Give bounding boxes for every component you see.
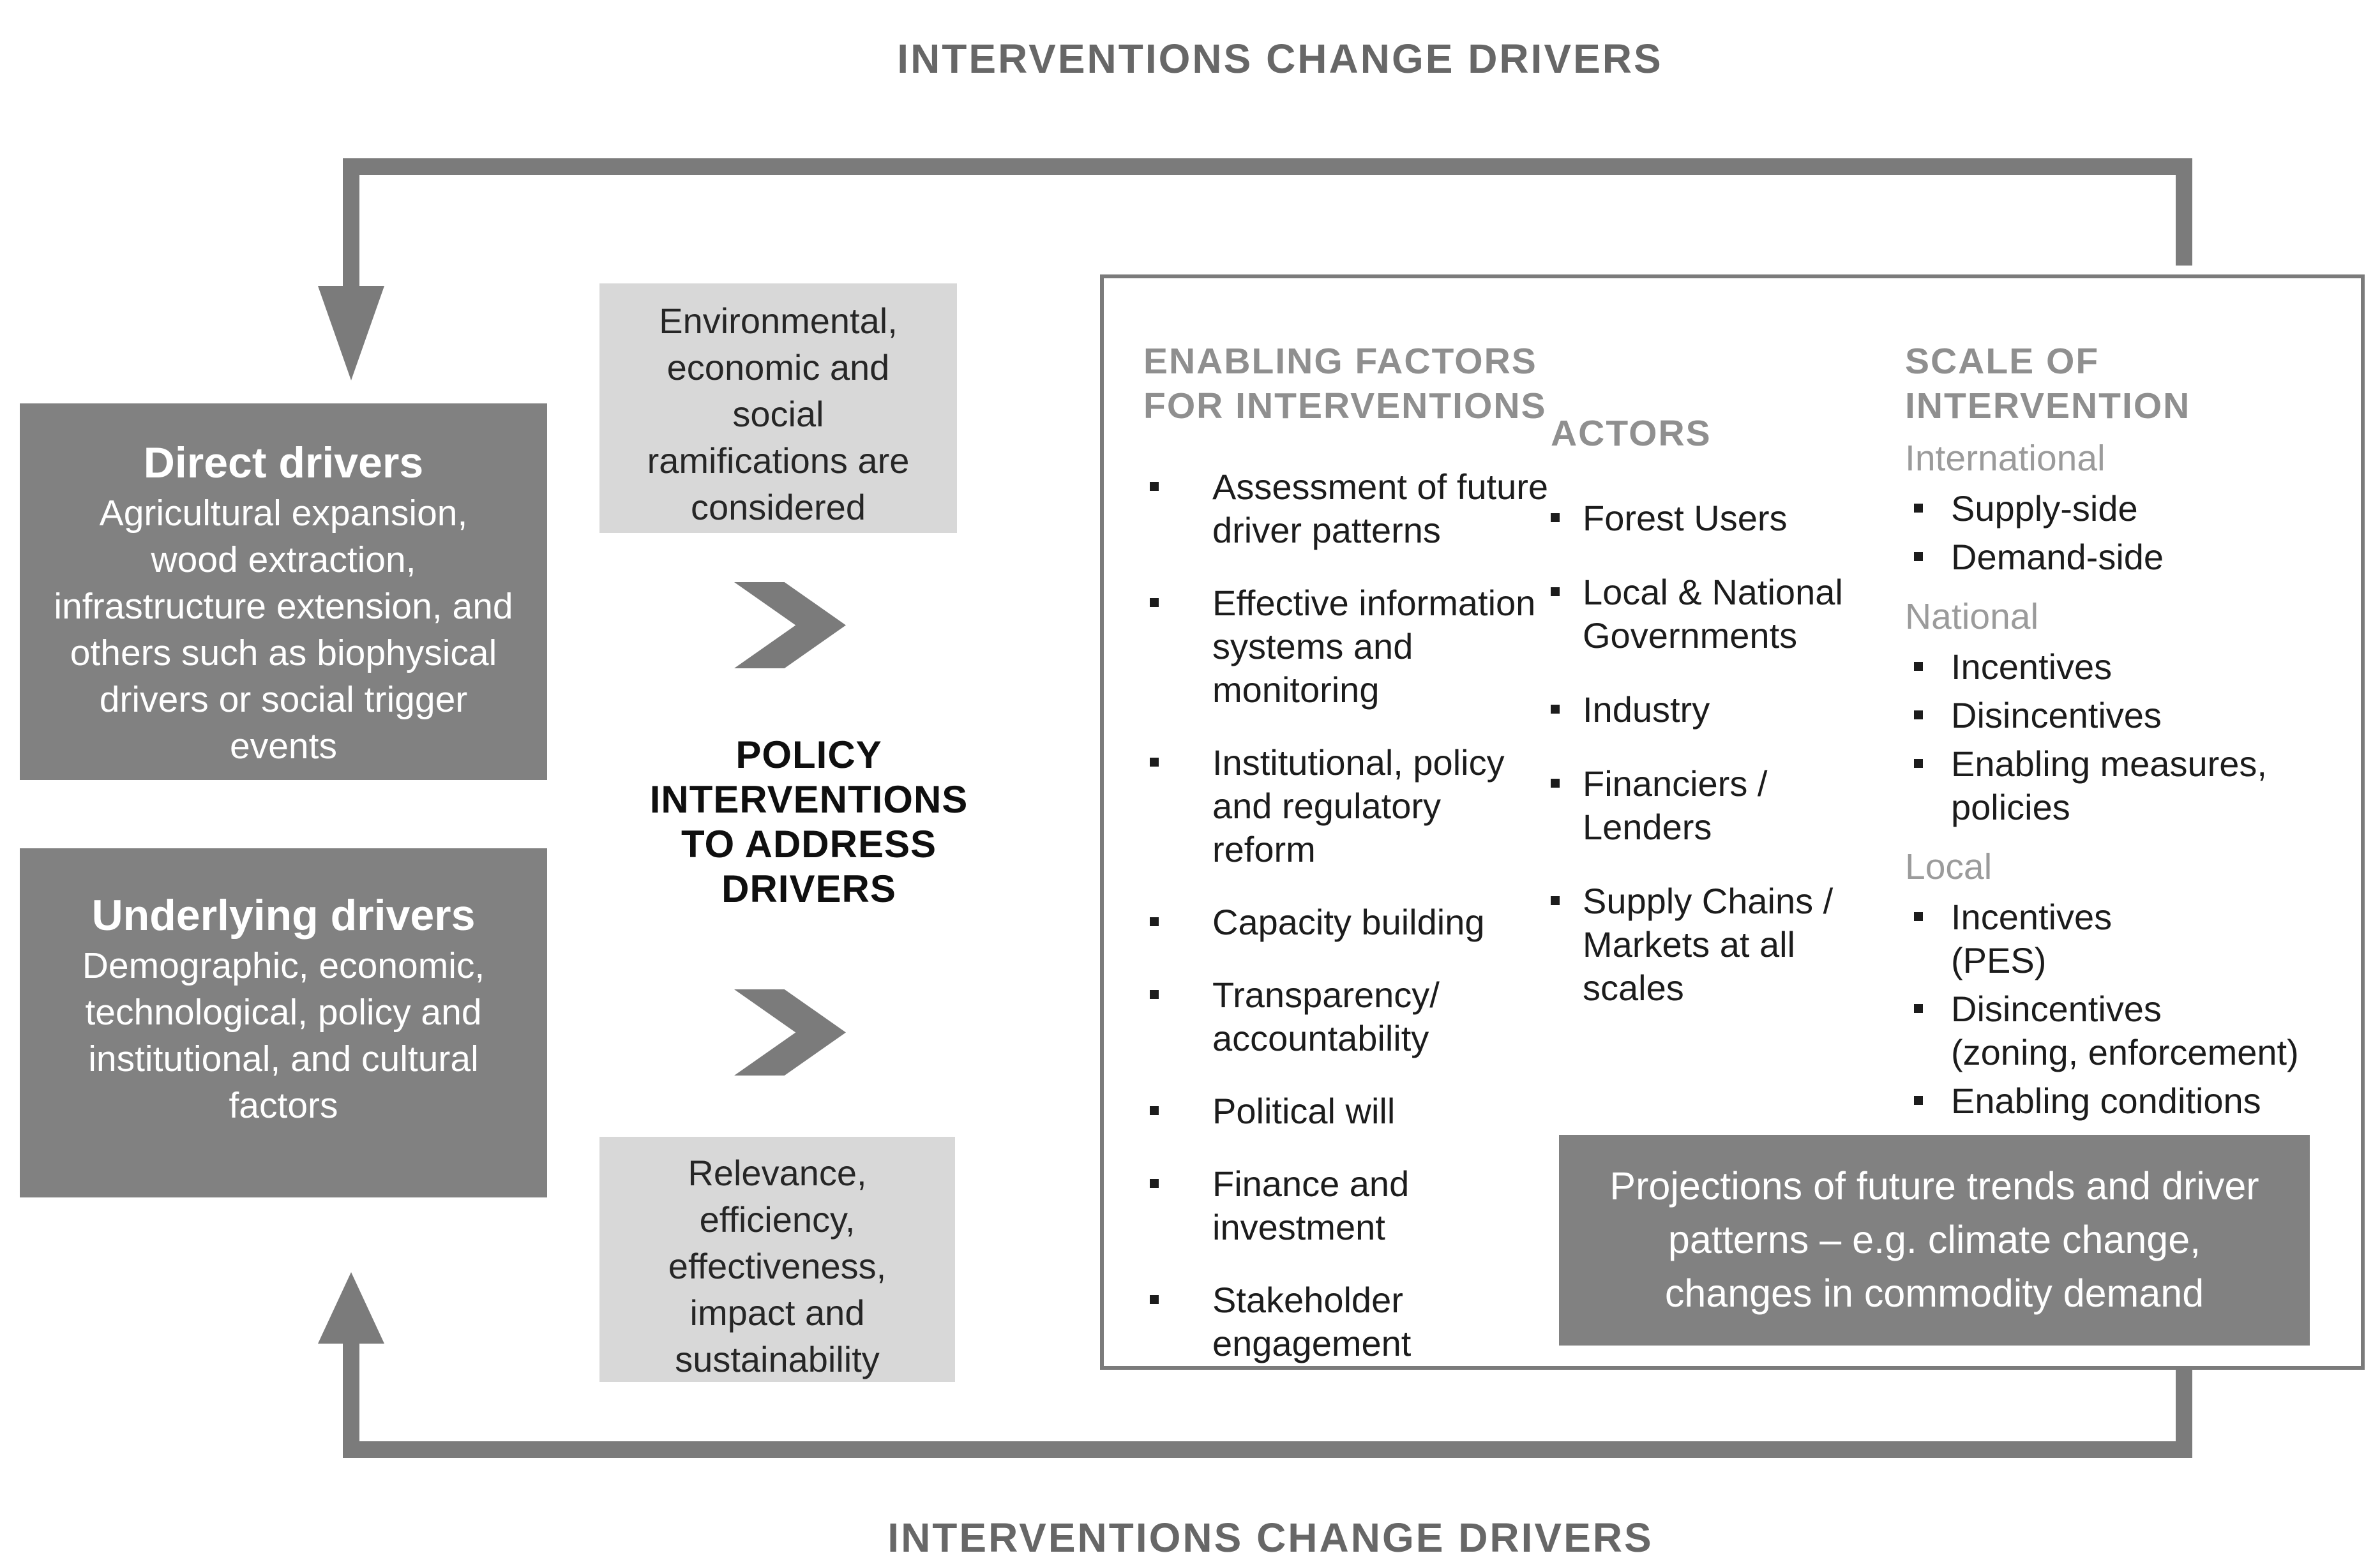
- list-item: Transparency/ accountability: [1143, 973, 1558, 1060]
- scale-group-label-local: Local: [1905, 846, 1992, 887]
- list-item: Finance and investment: [1143, 1162, 1558, 1249]
- list-item: Local & National Governments: [1551, 571, 1870, 657]
- interventions-panel: ENABLING FACTORS FOR INTERVENTIONS Asses…: [1100, 274, 2365, 1370]
- enabling-factors-column: ENABLING FACTORS FOR INTERVENTIONS Asses…: [1143, 339, 1558, 1395]
- bottom-right-connector-segment: [2176, 1356, 2192, 1458]
- list-item: Supply Chains / Markets at all scales: [1551, 880, 1870, 1010]
- list-item: Disincentives: [1905, 694, 2333, 737]
- scale-group-list: Incentives (PES) Disincentives (zoning, …: [1905, 896, 2333, 1123]
- actors-list: Forest Users Local & National Government…: [1551, 497, 1870, 1010]
- scale-group-label-international: International: [1905, 438, 2105, 479]
- top-left-connector-segment: [343, 158, 359, 289]
- scale-group-international: International Supply-side Demand-side: [1905, 437, 2333, 579]
- ramifications-note-box: Environmental, economic and social ramif…: [599, 283, 957, 533]
- top-right-connector-segment: [2176, 158, 2192, 266]
- scale-group-national: National Incentives Disincentives Enabli…: [1905, 596, 2333, 829]
- evaluation-criteria-note-box: Relevance, efficiency, effectiveness, im…: [599, 1137, 955, 1382]
- projections-box: Projections of future trends and driver …: [1559, 1135, 2310, 1346]
- enabling-factors-header: ENABLING FACTORS FOR INTERVENTIONS: [1143, 341, 1547, 426]
- scale-of-intervention-header: SCALE OF INTERVENTION: [1905, 341, 2191, 426]
- direct-drivers-body: Agricultural expansion, wood extraction,…: [54, 493, 513, 767]
- list-item: Supply-side: [1905, 487, 2333, 530]
- direct-drivers-title: Direct drivers: [143, 439, 424, 487]
- scale-of-intervention-column: SCALE OF INTERVENTION International Supp…: [1905, 339, 2333, 1128]
- list-item: Political will: [1143, 1090, 1558, 1133]
- bottom-loop-title: INTERVENTIONS CHANGE DRIVERS: [887, 1515, 1653, 1560]
- chevron-right-icon: [734, 582, 846, 668]
- bottom-connector-line: [343, 1441, 2192, 1458]
- arrow-up-icon: [318, 1272, 384, 1344]
- list-item: Industry: [1551, 688, 1870, 731]
- scale-group-list: Incentives Disincentives Enabling measur…: [1905, 645, 2333, 829]
- list-item: Incentives (PES): [1905, 896, 2333, 982]
- actors-column: ACTORS Forest Users Local & National Gov…: [1551, 411, 1870, 1040]
- bottom-left-connector-segment: [343, 1340, 359, 1458]
- chevron-right-icon: [734, 989, 846, 1076]
- list-item: Capacity building: [1143, 901, 1558, 944]
- underlying-drivers-title: Underlying drivers: [91, 891, 476, 940]
- top-connector-line: [343, 158, 2192, 175]
- actors-header: ACTORS: [1551, 413, 1712, 454]
- list-item: Assessment of future driver patterns: [1143, 465, 1558, 552]
- underlying-drivers-box: Underlying drivers Demographic, economic…: [20, 848, 547, 1197]
- scale-group-label-national: National: [1905, 596, 2039, 637]
- direct-drivers-box: Direct drivers Agricultural expansion, w…: [20, 403, 547, 780]
- list-item: Forest Users: [1551, 497, 1870, 540]
- list-item: Enabling measures, policies: [1905, 742, 2333, 829]
- policy-interventions-label: POLICY INTERVENTIONS TO ADDRESS DRIVERS: [649, 733, 968, 910]
- list-item: Institutional, policy and regulatory ref…: [1143, 741, 1558, 871]
- list-item: Effective information systems and monito…: [1143, 581, 1558, 712]
- top-loop-title: INTERVENTIONS CHANGE DRIVERS: [897, 36, 1663, 82]
- list-item: Stakeholder engagement: [1143, 1279, 1558, 1365]
- arrow-down-icon: [318, 286, 384, 380]
- scale-group-list: Supply-side Demand-side: [1905, 487, 2333, 579]
- enabling-factors-list: Assessment of future driver patterns Eff…: [1143, 465, 1558, 1365]
- list-item: Demand-side: [1905, 536, 2333, 579]
- underlying-drivers-body: Demographic, economic, technological, po…: [82, 945, 485, 1126]
- list-item: Disincentives (zoning, enforcement): [1905, 987, 2333, 1074]
- list-item: Enabling conditions: [1905, 1079, 2333, 1123]
- list-item: Financiers / Lenders: [1551, 762, 1870, 849]
- scale-group-local: Local Incentives (PES) Disincentives (zo…: [1905, 846, 2333, 1123]
- list-item: Incentives: [1905, 645, 2333, 689]
